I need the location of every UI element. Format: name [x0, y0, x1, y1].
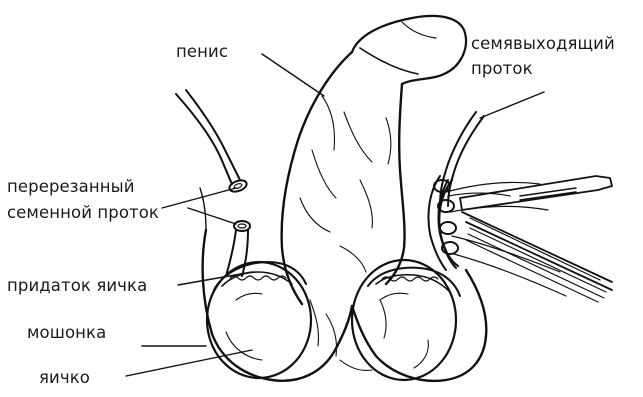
- label-epididymis: придаток яичка: [7, 275, 147, 297]
- pointer-vas-deferens: [480, 92, 544, 118]
- label-testicle: яичко: [39, 367, 90, 389]
- label-vas-deferens: семявыходящий проток: [471, 31, 641, 81]
- label-penis: пенис: [176, 41, 228, 63]
- left-vas-deferens-drawing: [176, 90, 250, 276]
- label-cut-vas-deferens-line1: перерезанный: [7, 176, 135, 198]
- pointer-lines: [126, 54, 544, 376]
- left-testicle-drawing: [207, 262, 311, 378]
- penis-drawing: [282, 16, 466, 304]
- pointer-cut-vas-upper: [162, 188, 236, 208]
- pointer-epididymis: [178, 272, 252, 285]
- label-cut-vas-deferens-line2: семенной проток: [7, 202, 159, 224]
- pointer-cut-vas-lower: [188, 208, 236, 224]
- pointer-penis: [262, 54, 324, 96]
- label-scrotum: мошонка: [27, 322, 106, 344]
- label-vas-deferens-text: семявыходящий проток: [471, 31, 641, 81]
- right-testicle-drawing: [352, 260, 460, 380]
